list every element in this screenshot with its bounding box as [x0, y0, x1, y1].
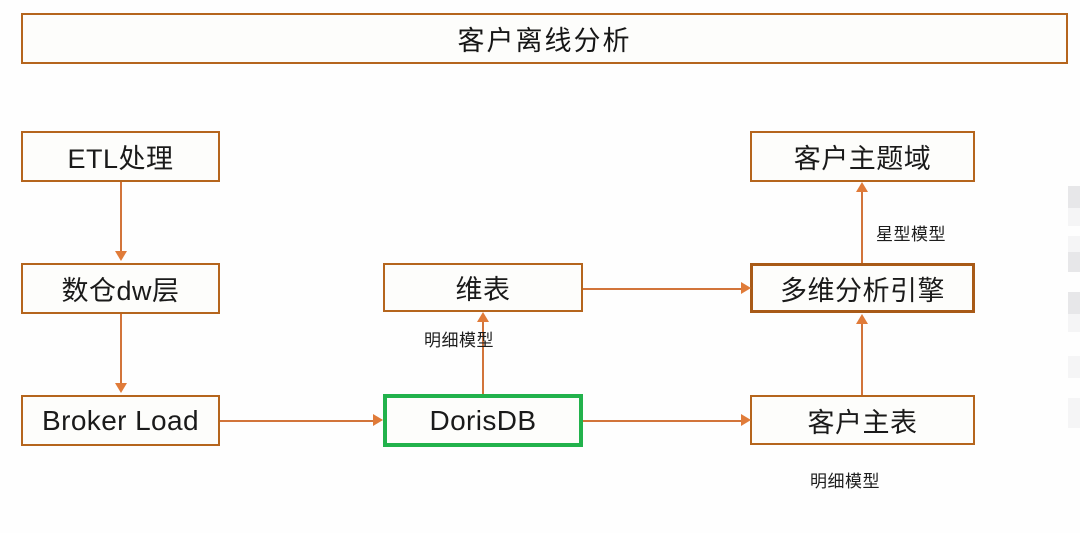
edge-dw-to-broker-line: [120, 314, 122, 384]
page-title: 客户离线分析: [457, 26, 632, 56]
edge-dim-to-olap-line: [583, 288, 743, 290]
diagram-title-box: 客户离线分析: [21, 13, 1068, 64]
edge-strip-chip-1: [1068, 186, 1080, 208]
node-broker-load-label: Broker Load: [42, 404, 199, 436]
node-olap-engine-label: 多维分析引擎: [780, 275, 945, 306]
edge-label-dorisdb-to-maintable: 明细模型: [810, 472, 880, 491]
node-broker-load[interactable]: Broker Load: [21, 395, 220, 446]
node-etl[interactable]: ETL处理: [21, 131, 220, 182]
node-dim-table-label: 维表: [455, 275, 511, 305]
edge-strip-chip-3: [1068, 236, 1080, 252]
edge-maintable-to-olap-line: [861, 320, 863, 395]
edge-dorisdb-to-dim-line: [482, 318, 484, 394]
edge-olap-to-subject-line: [861, 189, 863, 263]
node-dim-table[interactable]: 维表: [383, 263, 583, 312]
edge-broker-to-dorisdb-line: [220, 420, 375, 422]
node-olap-engine[interactable]: 多维分析引擎: [750, 263, 975, 313]
edge-label-dorisdb-to-dim: 明细模型: [424, 331, 494, 350]
edge-dorisdb-to-maintable-line: [583, 420, 743, 422]
edge-dorisdb-to-dim-arrowhead: [477, 312, 489, 322]
edge-strip-chip-8: [1068, 398, 1080, 428]
node-customer-main-table-label: 客户主表: [807, 407, 918, 438]
edge-etl-to-dw-line: [120, 182, 122, 252]
node-dw[interactable]: 数仓dw层: [21, 263, 220, 314]
node-etl-label: ETL处理: [67, 144, 174, 174]
node-customer-main-table[interactable]: 客户主表: [750, 395, 975, 445]
edge-label-olap-to-subject: 星型模型: [876, 225, 946, 244]
edge-dw-to-broker-arrowhead: [115, 383, 127, 393]
edge-dim-to-olap-arrowhead: [741, 282, 751, 294]
node-dorisdb-label: DorisDB: [429, 404, 537, 436]
edge-strip-chip-2: [1068, 208, 1080, 226]
edge-maintable-to-olap-arrowhead: [856, 314, 868, 324]
node-customer-subject-domain-label: 客户主题域: [793, 144, 932, 174]
node-dorisdb[interactable]: DorisDB: [383, 394, 583, 447]
node-dw-label: 数仓dw层: [61, 276, 180, 306]
edge-strip-chip-4: [1068, 252, 1080, 272]
edge-broker-to-dorisdb-arrowhead: [373, 414, 383, 426]
edge-strip-chip-5: [1068, 292, 1080, 314]
edge-strip-chip-6: [1068, 314, 1080, 332]
node-customer-subject-domain[interactable]: 客户主题域: [750, 131, 975, 182]
edge-olap-to-subject-arrowhead: [856, 182, 868, 192]
edge-etl-to-dw-arrowhead: [115, 251, 127, 261]
edge-dorisdb-to-maintable-arrowhead: [741, 414, 751, 426]
edge-strip-chip-7: [1068, 356, 1080, 378]
